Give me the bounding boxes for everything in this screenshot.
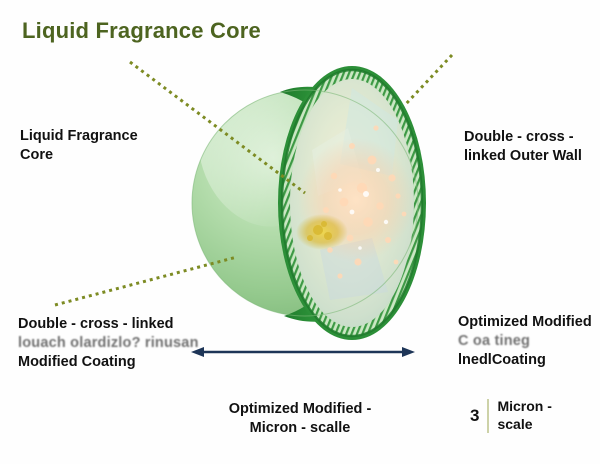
label-line-2-artifact: louach olardizlo? rinusan [18, 335, 199, 352]
label-double-cross-linked-modified-coating: Double - cross - linked louach olardizlo… [18, 315, 208, 372]
scale-readout: 3 Micron - scale [470, 398, 559, 433]
label-optimized-modified-micron-scale: Optimized Modified - Micron - scalle [228, 401, 372, 437]
label-liquid-fragrance-core: Liquid Fragrance Core [20, 128, 138, 164]
leader-lines [54, 53, 454, 307]
label-optimized-modified-coating: Optimized Modified C oa tineg lnedlCoati… [458, 313, 598, 370]
label-line-2-artifact: C oa tineg [458, 333, 531, 350]
scale-unit: Micron - scale [497, 398, 552, 432]
diameter-arrow [191, 347, 415, 357]
label-line-3: Modified Coating [18, 354, 136, 371]
leader-outer-wall-right [402, 53, 454, 108]
page-title: Liquid Fragrance Core [22, 18, 261, 43]
label-double-cross-linked-outer-wall: Double - cross - linked Outer Wall [464, 129, 582, 165]
liquid-fragrance-core [290, 79, 414, 327]
leader-modified-bottom-left [54, 255, 238, 307]
label-line-3: lnedlCoating [458, 352, 546, 369]
scale-divider [487, 398, 490, 433]
label-line-1: Double - cross - linked [18, 316, 174, 332]
leader-liquid-core-top [129, 60, 306, 195]
label-line-1: Optimized Modified [458, 314, 592, 330]
scale-value: 3 [470, 405, 480, 425]
